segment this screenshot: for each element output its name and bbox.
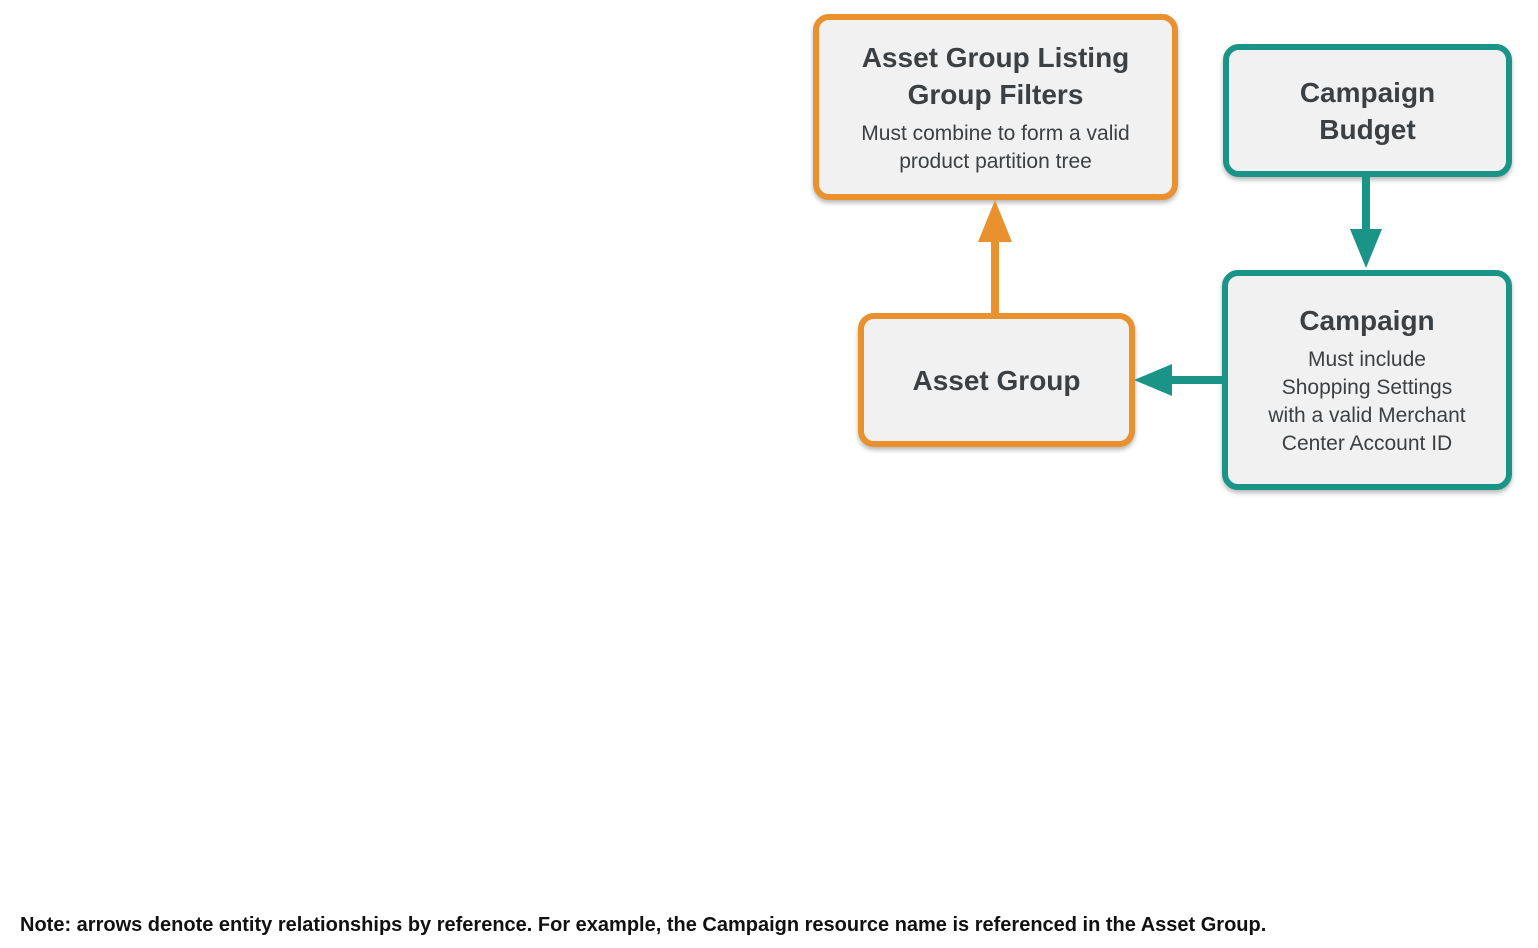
arrow-left-head-icon [1134, 364, 1172, 396]
arrow-down-head-icon [1350, 229, 1382, 268]
arrow-shaft [1362, 177, 1370, 233]
node-asset-group-listing-group-filters: Asset Group Listing Group Filters Must c… [813, 14, 1178, 200]
node-campaign-budget: Campaign Budget [1223, 44, 1512, 177]
node-subtitle-line: Shopping Settings [1281, 376, 1453, 399]
node-subtitle: Must include Shopping Settings with a va… [1268, 346, 1465, 458]
node-title-line: Campaign [1299, 76, 1436, 108]
node-title-line: Campaign [1299, 305, 1435, 336]
node-title-line: Asset Group Listing [861, 41, 1130, 73]
arrow-shaft [1168, 376, 1222, 384]
arrow-up-head-icon [978, 200, 1012, 242]
node-campaign: Campaign Must include Shopping Settings … [1222, 270, 1512, 490]
node-subtitle-line: with a valid Merchant [1268, 404, 1466, 427]
node-subtitle-line: product partition tree [899, 149, 1092, 173]
node-title: Campaign [1299, 302, 1434, 339]
node-title: Asset Group [912, 362, 1080, 399]
diagram-note: Note: arrows denote entity relationships… [20, 914, 1267, 936]
node-title: Campaign Budget [1300, 74, 1435, 148]
node-subtitle-line: Must combine to form a valid [861, 121, 1130, 145]
node-title-line: Budget [1319, 113, 1416, 145]
node-subtitle-line: Center Account ID [1281, 432, 1453, 455]
node-subtitle-line: Must include [1308, 348, 1426, 371]
node-subtitle: Must combine to form a valid product par… [861, 120, 1129, 176]
node-title-line: Group Filters [907, 78, 1084, 110]
arrow-shaft [991, 238, 999, 313]
node-title-line: Asset Group [912, 364, 1081, 396]
node-title: Asset Group Listing Group Filters [862, 39, 1130, 113]
node-asset-group: Asset Group [858, 313, 1135, 447]
